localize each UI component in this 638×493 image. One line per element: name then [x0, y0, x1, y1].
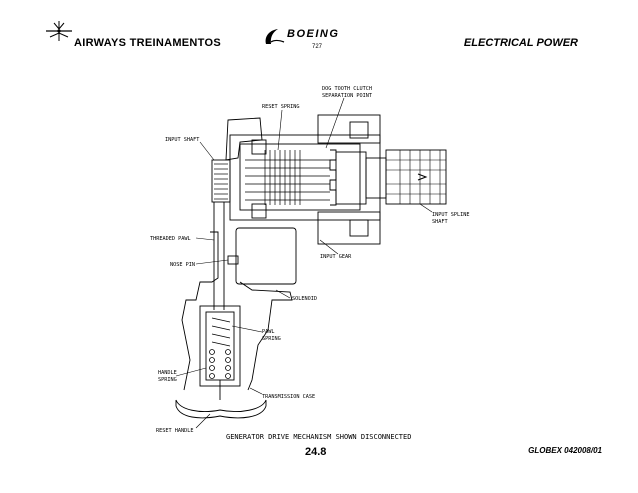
brand-name: BOEING	[287, 28, 340, 40]
drum-coils	[214, 163, 228, 200]
case-outline-right	[239, 281, 293, 391]
nose-pin	[227, 255, 239, 265]
clutch-housing-inner	[239, 143, 361, 211]
company-name: AIRWAYS TREINAMENTOS	[74, 37, 221, 49]
section-title: ELECTRICAL POWER	[463, 37, 578, 49]
label-input-spline-shaft: SHAFT	[432, 219, 448, 225]
solenoid-body	[235, 227, 297, 285]
label-transmission-case: TRANSMISSION CASE	[262, 394, 315, 400]
input-shaft-drum	[211, 159, 231, 203]
label-pawl-spring: SPRING	[262, 336, 281, 342]
airplane-icon	[46, 21, 72, 41]
handle-spring	[209, 349, 231, 379]
dog-tooth-clutch	[329, 149, 337, 206]
boeing-logo-mark	[265, 29, 285, 44]
output-housing-lower	[317, 211, 381, 245]
right-bearing-bottom	[349, 219, 369, 237]
clutch-plates	[245, 150, 330, 205]
pawl-spring	[211, 317, 231, 347]
label-solenoid: SOLENOID	[292, 296, 317, 302]
left-bearing-top	[251, 139, 267, 155]
label-handle: HANDLE	[158, 370, 177, 376]
label-pawl: PAWL	[262, 329, 275, 335]
label-input-gear: INPUT GEAR	[320, 254, 352, 260]
label-separation-point: SEPARATION POINT	[322, 93, 372, 99]
spline-arrow	[417, 173, 428, 181]
output-housing	[317, 114, 381, 144]
page-number: 24.8	[305, 446, 327, 458]
label-reset-handle: RESET HANDLE	[156, 428, 193, 434]
left-bearing-bottom	[251, 203, 267, 219]
leader-lines	[175, 97, 433, 429]
output-hub	[335, 151, 367, 205]
label-input-spline: INPUT SPLINE	[432, 212, 469, 218]
clutch-housing	[229, 134, 381, 221]
label-reset-spring: RESET SPRING	[262, 104, 299, 110]
label-handle-spring: SPRING	[158, 377, 177, 383]
label-input-shaft: INPUT SHAFT	[165, 137, 199, 143]
reset-handle	[175, 399, 267, 419]
case-outline-left	[181, 231, 219, 391]
label-dog-tooth-clutch: DOG TOOTH CLUTCH	[322, 86, 372, 92]
document-code: GLOBEX 042008/01	[528, 446, 602, 455]
input-spline-shaft	[385, 149, 447, 205]
label-nose-pin: NOSE PIN	[170, 262, 195, 268]
aircraft-model: 727	[312, 44, 323, 50]
spline-teeth	[386, 150, 446, 204]
figure-caption: GENERATOR DRIVE MECHANISM SHOWN DISCONNE…	[226, 433, 412, 441]
right-bearing-top	[349, 121, 369, 139]
spline-collar	[365, 157, 387, 199]
label-threaded-pawl: THREADED PAWL	[150, 236, 191, 242]
